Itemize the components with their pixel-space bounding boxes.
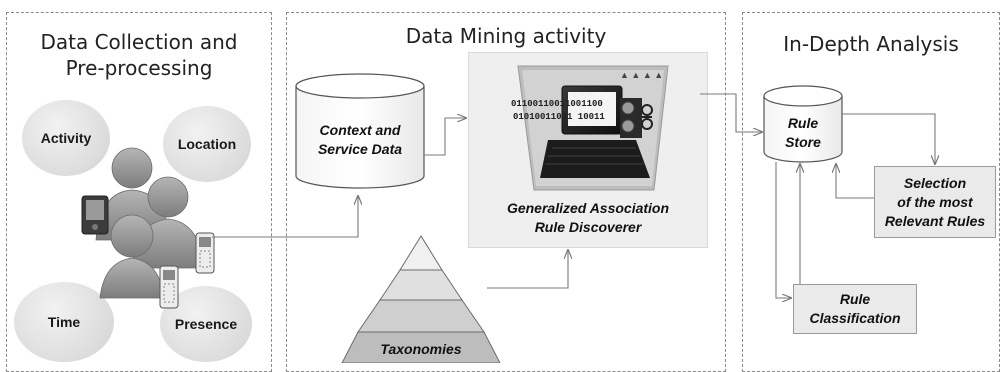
engine-bits-line-2: 01010011001 10011	[513, 112, 605, 122]
selection-label: Selection of the most Relevant Rules	[884, 174, 986, 229]
taxonomies-label: Taxonomies	[380, 340, 462, 357]
time-bubble: Time	[14, 282, 114, 362]
rule-discoverer-label: Generalized Association Rule Discoverer	[506, 200, 670, 235]
arrow-engine-to-rulestore	[700, 93, 762, 132]
arrow-rulestore-to-selection	[842, 113, 935, 164]
arrow-rulestore-to-classification	[775, 162, 791, 298]
engine-bits-line-1: 01100110011001100	[511, 99, 603, 109]
rule-store-label: Rule Store	[785, 115, 821, 150]
data-collection-title: Data Collection and Pre-processing	[40, 30, 238, 80]
context-service-data-cylinder	[295, 73, 425, 189]
pda-icon	[81, 195, 109, 235]
diagram-graphics: ▲ ▲ ▲ ▲ 01100110011001100 01010011001 10…	[81, 65, 1003, 363]
rule-store-cylinder	[763, 85, 843, 163]
context-service-data-label: Context and Service Data	[317, 122, 403, 157]
computer-robot-icon: ▲ ▲ ▲ ▲ 01100110011001100 01010011001 10…	[511, 65, 669, 191]
arrow-selection-to-rulestore	[836, 164, 874, 199]
location-bubble: Location	[163, 106, 251, 182]
mobile-phone-icon	[159, 232, 215, 309]
arrow-collection-to-context	[212, 196, 358, 238]
people-group-icon	[81, 147, 215, 309]
arrow-taxonomies-to-engine	[487, 250, 568, 289]
svg-text:▲ ▲ ▲ ▲: ▲ ▲ ▲ ▲	[620, 70, 663, 80]
pyramid-icon	[341, 235, 501, 363]
classification-box	[793, 284, 917, 334]
arrow-context-to-engine	[424, 118, 466, 156]
activity-bubble: Activity	[22, 100, 110, 176]
selection-box	[874, 166, 996, 238]
classification-label: Rule Classification	[809, 291, 901, 326]
data-mining-title: Data Mining activity	[405, 24, 607, 48]
in-depth-analysis-title: In-Depth Analysis	[783, 32, 959, 56]
